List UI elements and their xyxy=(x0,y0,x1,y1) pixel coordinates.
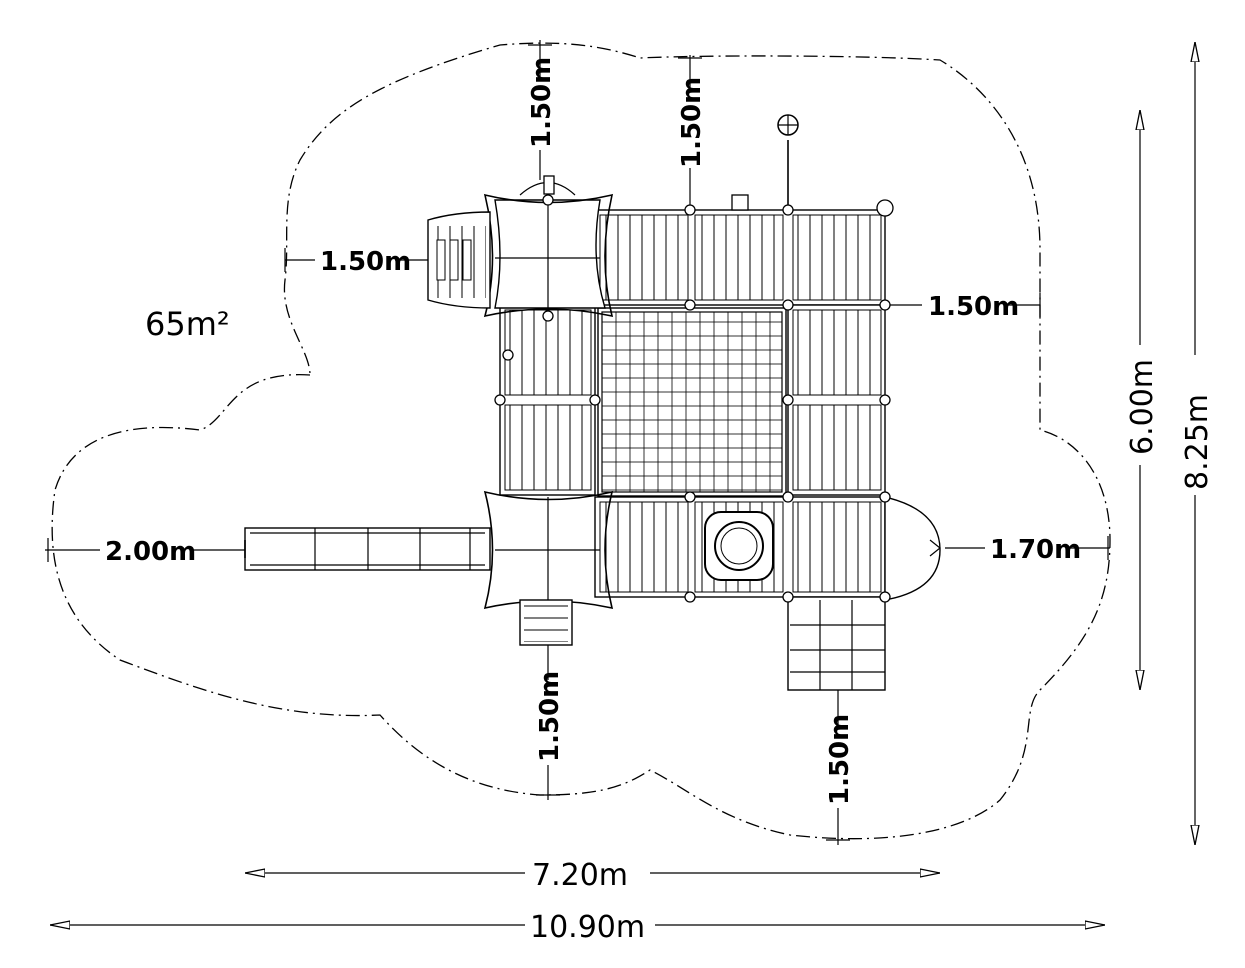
climbing-net xyxy=(601,311,783,493)
telescope-icon xyxy=(876,199,894,217)
dim-clearance-right-upper: 1.50m xyxy=(890,292,1041,322)
periscope-icon xyxy=(543,175,555,195)
dim-clearance-bottom-right: 1.50m xyxy=(825,690,855,845)
dim-structure-depth: 6.00m xyxy=(1125,110,1160,690)
tower-roof-upper xyxy=(494,199,606,309)
svg-text:1.50m: 1.50m xyxy=(825,714,855,805)
post-nodes xyxy=(494,204,891,603)
safety-area-boundary xyxy=(51,42,1111,840)
dim-total-width: 10.90m xyxy=(50,910,1105,945)
svg-text:8.25m: 8.25m xyxy=(1180,394,1215,490)
svg-text:7.20m: 7.20m xyxy=(532,858,628,893)
dim-clearance-bottom-left: 1.50m xyxy=(535,645,565,800)
dim-clearance-top-left: 1.50m xyxy=(527,40,557,180)
svg-text:10.90m: 10.90m xyxy=(530,910,645,945)
dim-structure-width: 7.20m xyxy=(245,858,940,893)
area-label: 65m² xyxy=(145,305,230,343)
side-panel xyxy=(884,496,941,601)
tower-roof-lower xyxy=(483,490,614,610)
svg-text:1.50m: 1.50m xyxy=(928,292,1019,322)
dim-clearance-right-lower: 1.70m xyxy=(945,535,1110,565)
play-structure xyxy=(244,114,941,691)
svg-text:1.50m: 1.50m xyxy=(527,57,557,148)
dim-total-depth: 8.25m xyxy=(1180,42,1215,845)
net-climber xyxy=(787,596,886,691)
svg-text:1.50m: 1.50m xyxy=(677,77,707,168)
dim-clearance-top-right: 1.50m xyxy=(677,55,707,205)
svg-text:1.50m: 1.50m xyxy=(535,671,565,762)
dim-clearance-left-upper: 1.50m xyxy=(284,247,428,277)
dim-clearance-left-slide: 2.00m xyxy=(45,537,245,567)
svg-text:2.00m: 2.00m xyxy=(105,537,196,567)
svg-text:1.50m: 1.50m xyxy=(320,247,411,277)
svg-text:6.00m: 6.00m xyxy=(1125,359,1160,455)
svg-text:1.70m: 1.70m xyxy=(990,535,1081,565)
